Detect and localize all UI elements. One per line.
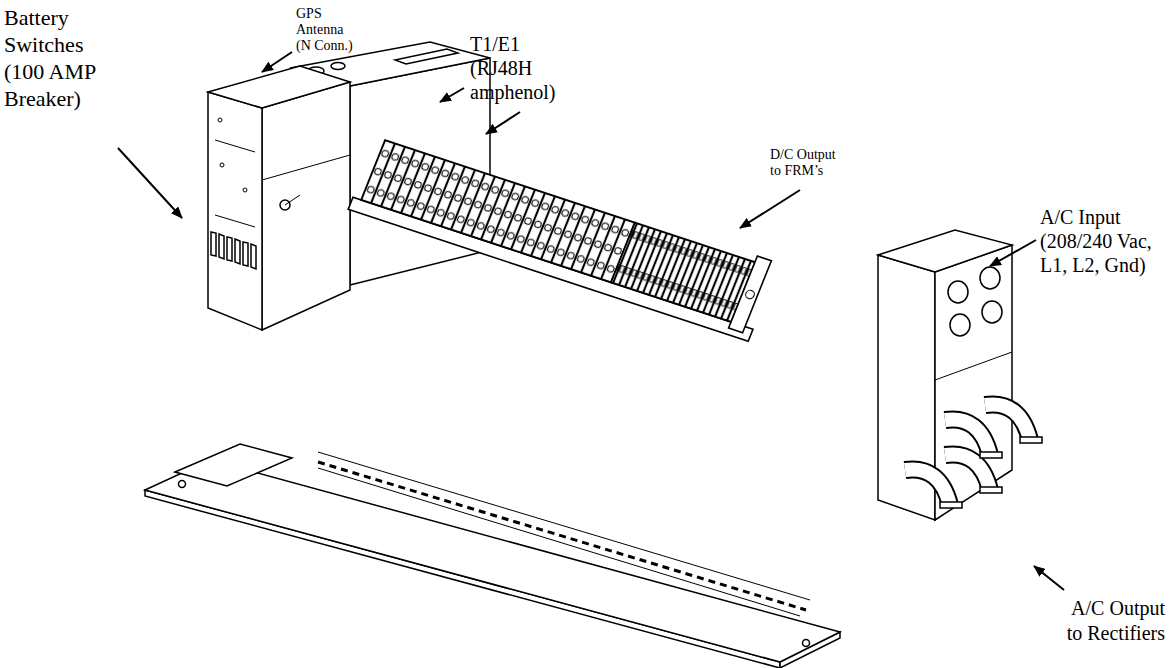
leader-arrows [118,52,1064,590]
callout-label: D/C Output to FRM’s [770,147,842,179]
callout-label: GPS Antenna (N Conn.) [296,6,358,54]
callout-label: Battery Switches (100 AMP Breaker) [4,4,104,112]
battery-breaker [208,66,350,330]
base-plate [145,444,840,668]
terminal-strip [348,131,779,341]
callout-label: A/C Output to Rectifiers [1055,596,1165,646]
conduit-elbows [905,404,1042,508]
callout-label: A/C Input (208/240 Vac, L1, L2, Gnd) [1040,205,1162,277]
callout-label: T1/E1 (RJ48H amphenol) [470,32,565,104]
ac-junction-box [878,230,1012,520]
